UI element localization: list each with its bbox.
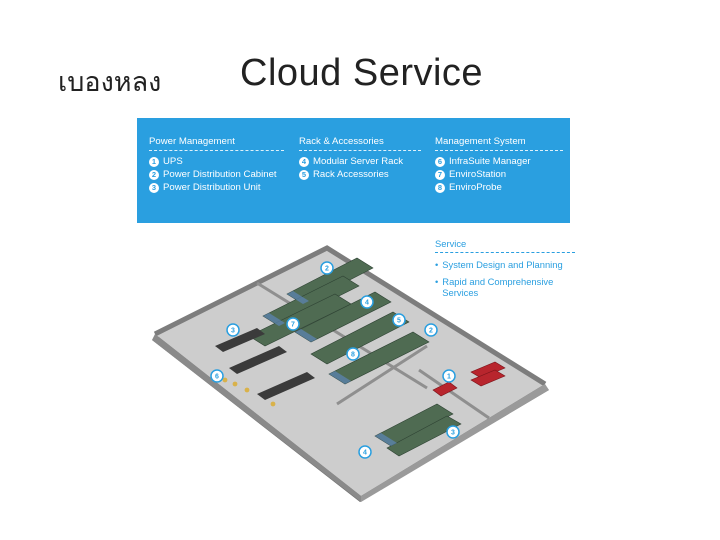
svg-text:6: 6 xyxy=(215,374,219,381)
number-badge: 6 xyxy=(435,156,445,167)
item-label: Modular Server Rack xyxy=(313,155,404,167)
marker-3-badge: 3 xyxy=(446,425,460,439)
item-label: Power Distribution Unit xyxy=(163,181,261,193)
side-wall xyxy=(361,384,549,502)
list-item: •Rapid and Comprehensive Services xyxy=(435,275,563,299)
divider xyxy=(435,149,563,151)
item-label: EnviroStation xyxy=(449,168,507,180)
marker-7-badge: 7 xyxy=(286,317,300,331)
item-label: EnviroProbe xyxy=(449,181,502,193)
operators xyxy=(222,377,276,407)
datacenter-floorplan-illustration: 2 3 4 5 7 8 2 6 1 3 4 xyxy=(152,245,549,502)
svg-text:3: 3 xyxy=(231,328,235,335)
marker-2-badge: 2 xyxy=(424,323,438,337)
number-badge: 2 xyxy=(149,169,159,180)
svg-text:3: 3 xyxy=(451,430,455,437)
front-wall xyxy=(152,334,361,502)
marker-1-badge: 1 xyxy=(442,369,456,383)
bullet: • xyxy=(435,275,439,287)
svg-text:1: 1 xyxy=(447,374,451,381)
divider xyxy=(149,149,284,151)
list-item: 5 Rack Accessories xyxy=(299,168,421,180)
column-heading: Rack & Accessories xyxy=(299,136,384,147)
list-item: 6 InfraSuite Manager xyxy=(435,155,563,167)
svg-text:4: 4 xyxy=(365,300,369,307)
marker-6-badge: 6 xyxy=(210,369,224,383)
control-desks xyxy=(215,328,315,400)
rack-highlights xyxy=(263,291,397,446)
number-badge: 7 xyxy=(435,169,445,180)
partition-wall xyxy=(418,368,490,420)
service-section: Service •System Design and Planning •Rap… xyxy=(435,238,575,304)
item-label: InfraSuite Manager xyxy=(449,155,531,167)
back-wall xyxy=(153,245,547,387)
marker-4-badge: 4 xyxy=(360,295,374,309)
item-label: UPS xyxy=(163,155,183,167)
number-badge: 5 xyxy=(299,169,309,180)
marker-5-badge: 5 xyxy=(392,313,406,327)
bullet: • xyxy=(435,259,439,270)
number-badge: 8 xyxy=(435,182,445,193)
svg-text:8: 8 xyxy=(351,352,355,359)
list-item: 1 UPS xyxy=(149,155,284,167)
column-heading: Management System xyxy=(435,136,526,147)
list-item: 7 EnviroStation xyxy=(435,168,563,180)
divider xyxy=(299,149,421,151)
svg-text:2: 2 xyxy=(429,328,433,335)
list-item: 8 EnviroProbe xyxy=(435,181,563,193)
item-label: Rapid and Comprehensive Services xyxy=(442,275,554,298)
svg-text:7: 7 xyxy=(291,322,295,329)
item-label: Power Distribution Cabinet xyxy=(163,168,277,180)
item-label: System Design and Planning xyxy=(442,259,563,270)
list-item: 3 Power Distribution Unit xyxy=(149,181,284,193)
svg-text:2: 2 xyxy=(325,266,329,273)
thai-title: เบองหลง xyxy=(58,67,162,98)
partition-wall xyxy=(336,344,428,406)
partition-wall xyxy=(256,281,428,390)
item-label: Rack Accessories xyxy=(313,168,389,180)
list-item: •System Design and Planning xyxy=(435,259,575,271)
column-heading: Power Management xyxy=(149,136,235,147)
number-badge: 3 xyxy=(149,182,159,193)
svg-text:5: 5 xyxy=(397,318,401,325)
divider xyxy=(435,252,575,253)
number-badge: 4 xyxy=(299,156,309,167)
service-heading: Service xyxy=(435,238,467,249)
svg-text:4: 4 xyxy=(363,450,367,457)
number-badge: 1 xyxy=(149,156,159,167)
marker-3-badge: 3 xyxy=(226,323,240,337)
ups-units xyxy=(432,361,506,397)
list-item: 2 Power Distribution Cabinet xyxy=(149,168,284,180)
marker-2-badge: 2 xyxy=(320,261,334,275)
list-item: 4 Modular Server Rack xyxy=(299,155,421,167)
rack-rows xyxy=(248,257,462,457)
page-title: Cloud Service xyxy=(240,52,484,94)
marker-8-badge: 8 xyxy=(346,347,360,361)
marker-4-badge: 4 xyxy=(358,445,372,459)
